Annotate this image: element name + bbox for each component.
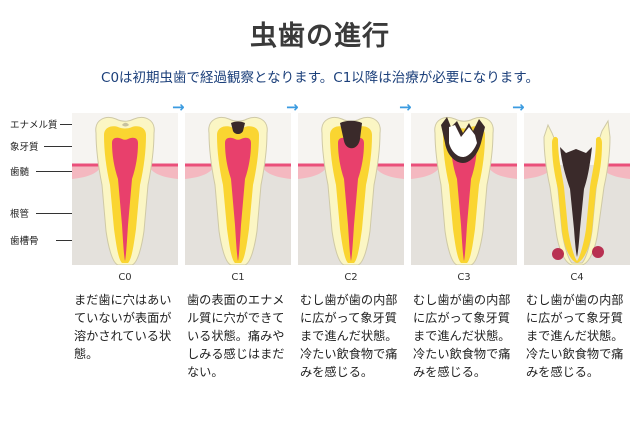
label-pulp: 歯髄 (10, 167, 30, 178)
tooth-illustration-c1 (185, 113, 291, 265)
tooth-illustration-c4 (524, 113, 630, 265)
arrow-right-icon: → (172, 98, 185, 116)
stage-label-c0: C0 (118, 272, 132, 283)
arrow-right-icon: → (286, 98, 299, 116)
label-enamel: エナメル質 (10, 120, 58, 131)
label-alveolar-bone: 歯槽骨 (10, 236, 39, 247)
stage-description-c0: まだ歯に穴はあいていないが表面が溶かされている状態。 (74, 293, 172, 361)
leader-line (36, 213, 100, 214)
stage-label-c4: C4 (570, 272, 584, 283)
stage-label-c1: C1 (231, 272, 245, 283)
page-title: 虫歯の進行 (250, 21, 390, 52)
stage-description-c2: むし歯が歯の内部に広がって象牙質まで進んだ状態。冷たい飲食物で痛みを感じる。 (300, 293, 398, 379)
tooth-illustration-c2 (298, 113, 404, 265)
stage-description-c4: むし歯が歯の内部に広がって象牙質まで進んだ状態。冷たい飲食物で痛みを感じる。 (526, 293, 624, 379)
page-subtitle: C0は初期虫歯で経過観察となります。C1以降は治療が必要になります。 (101, 70, 539, 86)
leader-line (36, 171, 104, 172)
stage-label-c2: C2 (344, 272, 358, 283)
tooth-illustration-c3 (411, 113, 517, 265)
label-dentin: 象牙質 (10, 142, 39, 153)
arrow-right-icon: → (399, 98, 412, 116)
stage-description-c1: 歯の表面のエナメル質に穴ができている状態。痛みやしみる感じはまだない。 (187, 293, 285, 379)
tooth-illustration-c0 (72, 113, 178, 265)
stage-description-c3: むし歯が歯の内部に広がって象牙質まで進んだ状態。冷たい飲食物で痛みを感じる。 (413, 293, 511, 379)
label-root-canal: 根管 (10, 209, 30, 220)
arrow-right-icon: → (512, 98, 525, 116)
stage-label-c3: C3 (457, 272, 471, 283)
